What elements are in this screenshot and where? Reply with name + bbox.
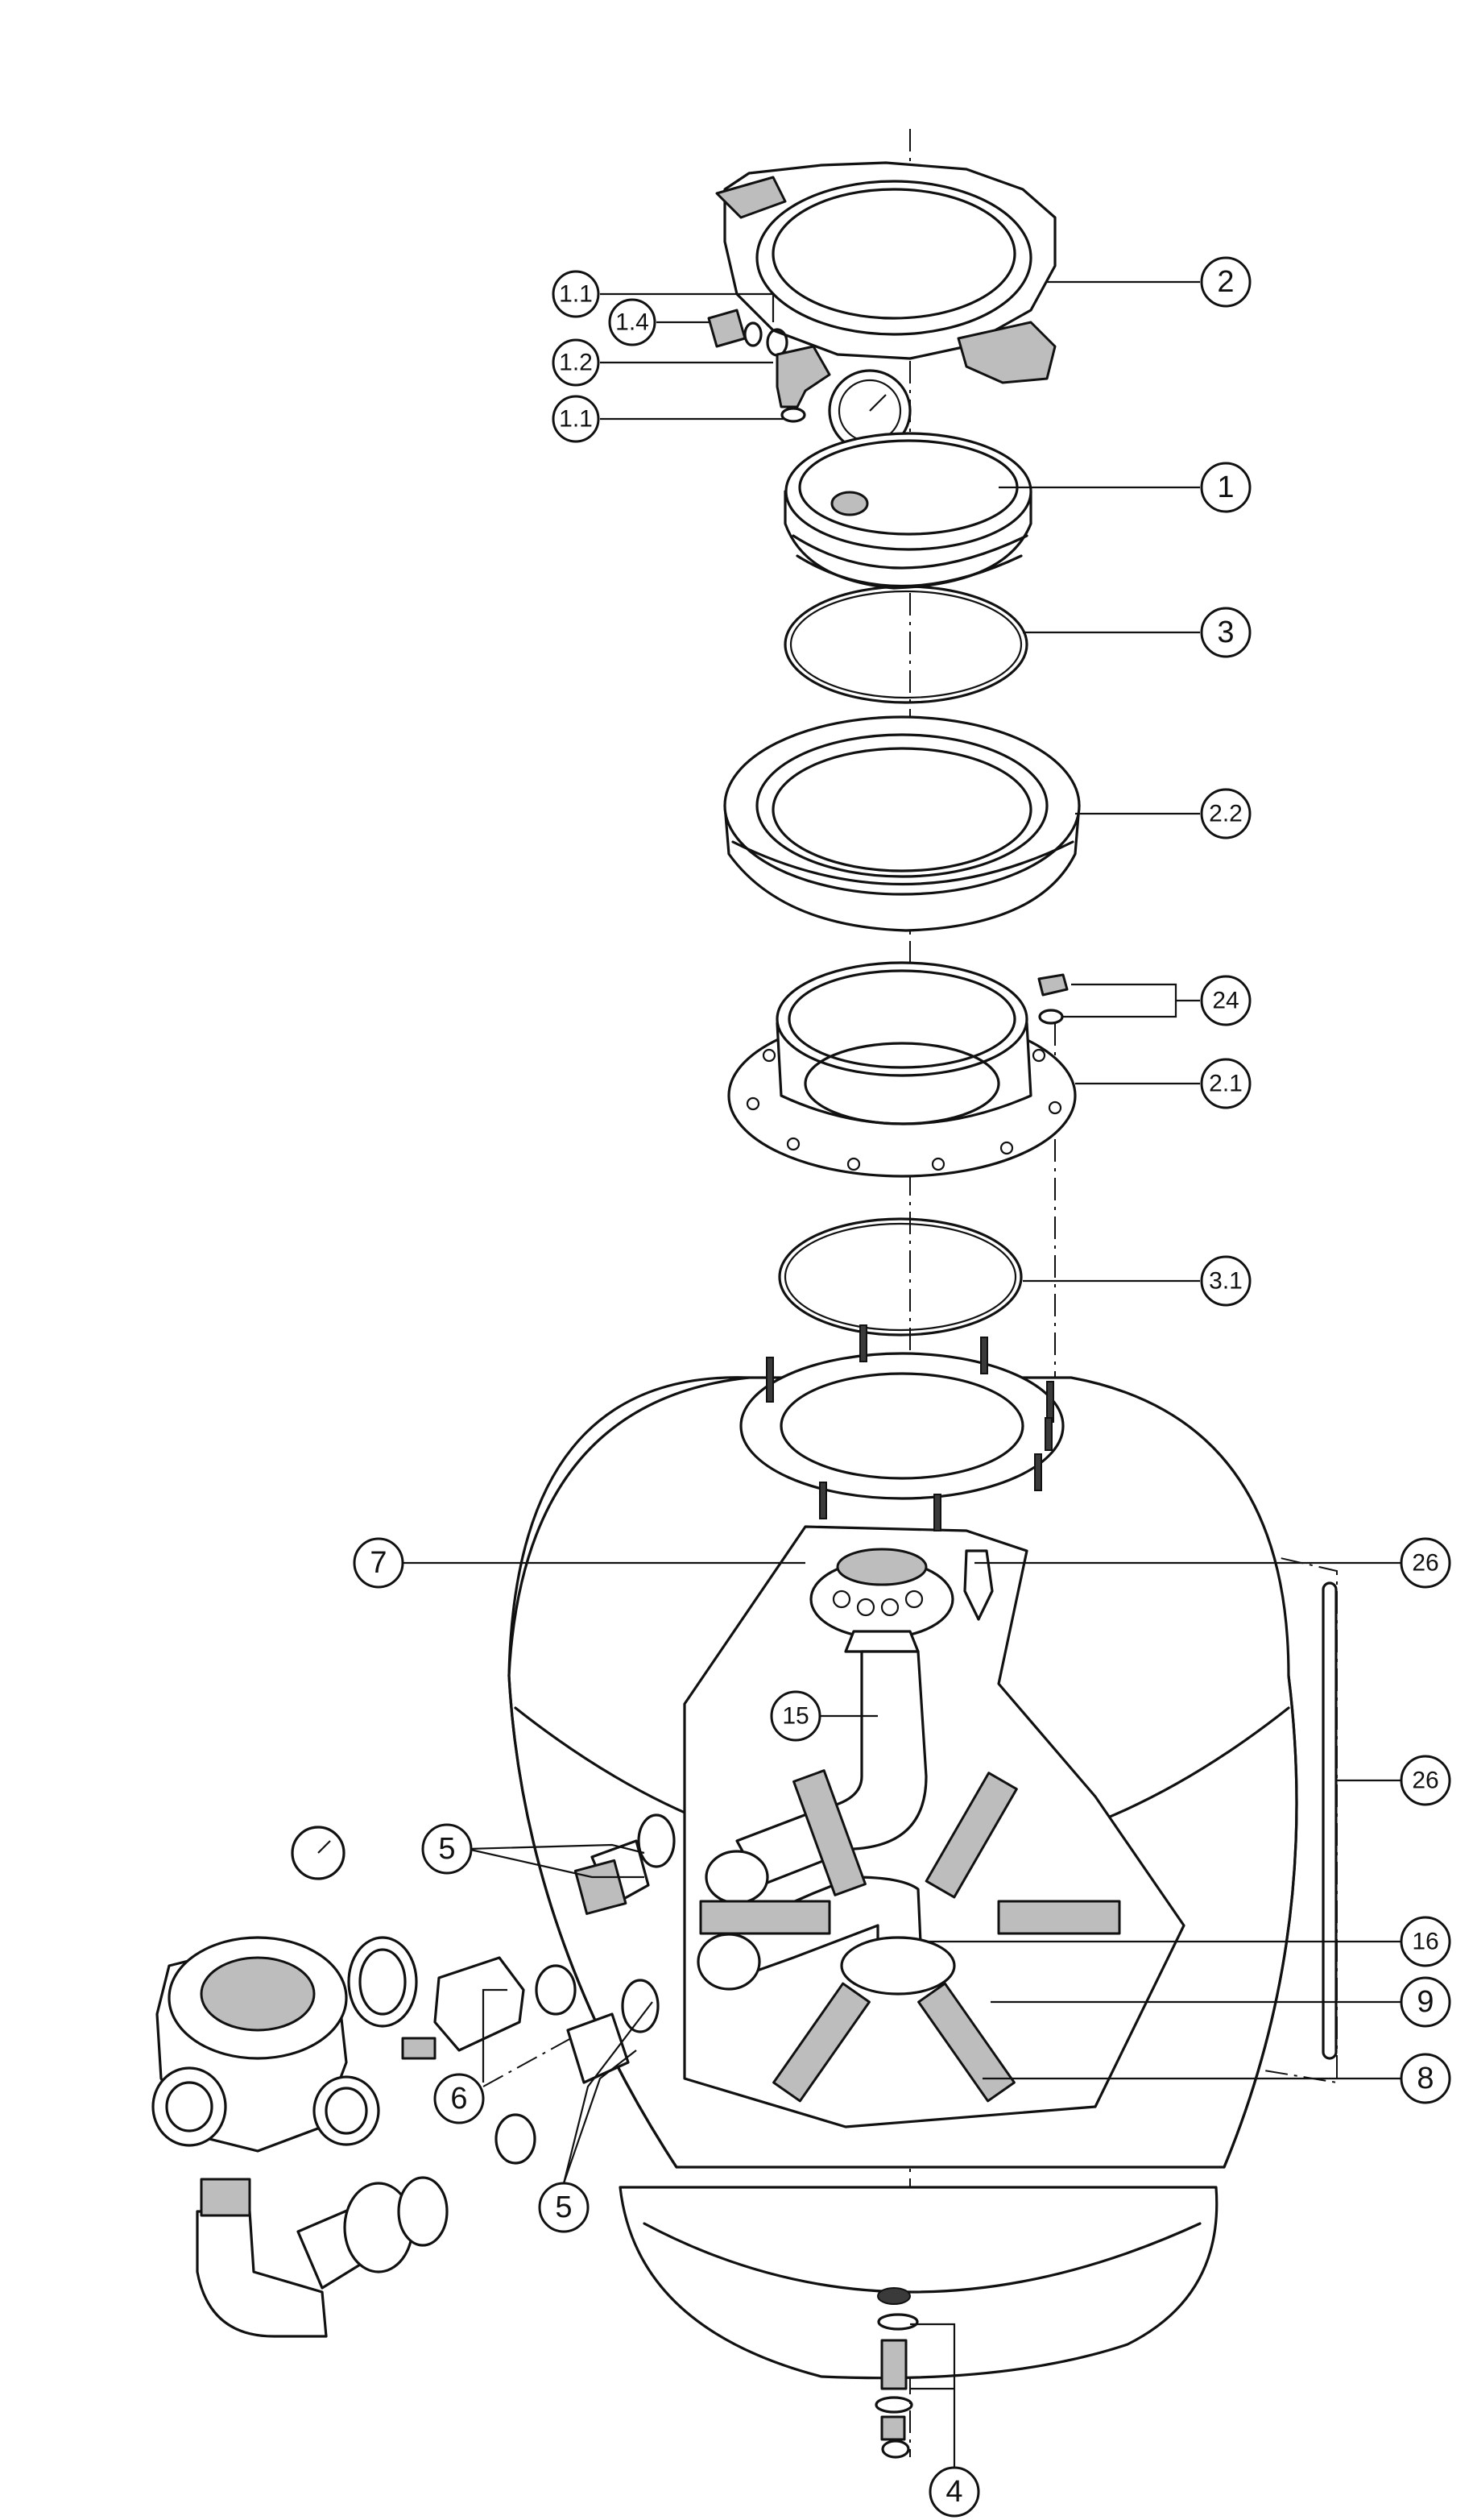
callout-label: 26 (1412, 1550, 1438, 1577)
multiport-valve (151, 1826, 525, 2338)
callout-label: 8 (1417, 2062, 1434, 2095)
nut-washer (1037, 973, 1069, 1025)
callout-8: 8 (1400, 2053, 1451, 2104)
laterals (699, 1769, 1121, 2103)
callout-label: 2 (1217, 265, 1234, 299)
callout-label: 24 (1212, 988, 1239, 1014)
callout-3: 3 (1200, 607, 1252, 658)
callout-1-1-top: 1.1 (552, 270, 600, 318)
neck-ring (723, 715, 1081, 932)
air-relief-fitting (963, 1549, 994, 1621)
callout-label: 4 (945, 2475, 962, 2509)
neck-flange (727, 961, 1077, 1178)
flange-o-ring (778, 1217, 1023, 1337)
callout-label: 1.1 (559, 281, 593, 308)
callout-label: 15 (782, 1703, 809, 1730)
callout-5-bottom: 5 (538, 2182, 590, 2233)
callout-label: 3.1 (1209, 1268, 1243, 1295)
callout-4: 4 (929, 2466, 980, 2518)
callout-1-1-bottom: 1.1 (552, 395, 600, 443)
callout-label: 2.2 (1209, 801, 1243, 827)
diffuser (809, 1548, 954, 1653)
neck-studs (766, 1324, 1054, 1531)
callout-label: 1.4 (615, 309, 649, 336)
callout-9: 9 (1400, 1976, 1451, 2028)
callout-2-1: 2.1 (1200, 1058, 1252, 1109)
callout-7: 7 (353, 1537, 404, 1589)
filter-lid (784, 432, 1032, 590)
callout-label: 1.2 (559, 350, 593, 376)
callout-label: 2.1 (1209, 1071, 1243, 1097)
callout-label: 16 (1412, 1929, 1438, 1955)
callout-label: 5 (555, 2190, 572, 2224)
callout-label: 7 (370, 1546, 387, 1580)
callout-label: 26 (1412, 1768, 1438, 1794)
gauge-fittings (707, 309, 912, 453)
callout-5-top: 5 (421, 1823, 473, 1875)
upper-pipe (735, 1650, 928, 1887)
callout-3-1: 3.1 (1200, 1255, 1252, 1307)
callout-2: 2 (1200, 256, 1252, 308)
callout-label: 9 (1417, 1985, 1434, 2019)
callout-label: 3 (1217, 615, 1234, 649)
callout-label: 1.1 (559, 406, 593, 433)
union-connectors (494, 1813, 676, 2165)
callout-1-2: 1.2 (552, 338, 600, 387)
air-relief-rod (1322, 1581, 1338, 2060)
drain-assembly (875, 2287, 919, 2459)
callout-1-4: 1.4 (608, 298, 656, 346)
callout-26-top: 26 (1400, 1537, 1451, 1589)
callout-label: 5 (438, 1832, 455, 1866)
callout-6: 6 (433, 2073, 485, 2124)
callout-24: 24 (1200, 975, 1252, 1026)
leader-lines (403, 280, 1401, 2489)
lid-o-ring (784, 585, 1028, 704)
callout-label: 1 (1217, 470, 1234, 504)
callout-1: 1 (1200, 462, 1252, 513)
callout-label: 6 (450, 2082, 467, 2116)
callout-15: 15 (770, 1690, 821, 1742)
callout-16: 16 (1400, 1916, 1451, 1967)
clamp-ring (715, 161, 1057, 384)
callout-2-2: 2.2 (1200, 788, 1252, 839)
callout-26-right: 26 (1400, 1755, 1451, 1806)
